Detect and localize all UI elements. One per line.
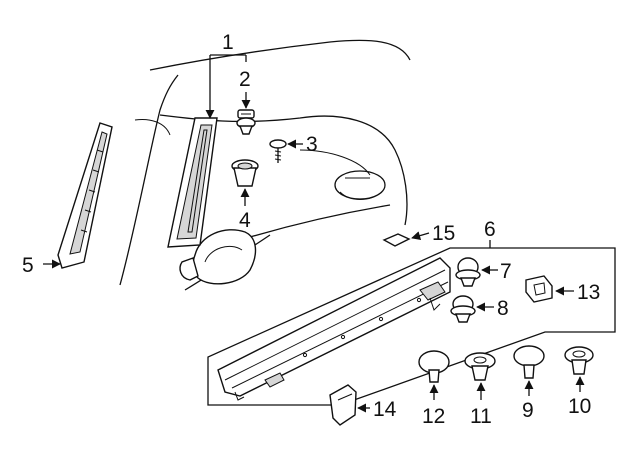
callout-3: 3 [306,133,318,156]
callout-10: 10 [568,395,591,418]
callout-12: 12 [422,405,445,428]
rocker-molding-group-box [207,247,616,406]
grommet-part-4 [231,159,259,187]
clip-part-8 [450,295,476,323]
callout-6: 6 [484,218,496,241]
callout-9: 9 [522,399,534,422]
screw-part-3 [269,139,287,163]
clip-part-7 [455,257,481,287]
callout-4: 4 [239,209,251,232]
pillar-applique-part-1 [167,117,218,248]
callout-7: 7 [500,260,512,283]
callout-8: 8 [497,297,509,320]
pillar-trim-part-5 [57,122,113,269]
callout-13: 13 [577,281,600,304]
clip-part-2 [236,109,256,135]
pin-clip-part-11 [464,352,496,381]
callout-14: 14 [373,398,397,421]
callout-1: 1 [222,31,234,54]
pin-clip-part-10 [564,346,594,375]
pin-clip-part-12 [418,350,450,383]
callout-15: 15 [432,222,455,245]
callout-11: 11 [470,405,492,428]
car-body-outline [119,39,411,291]
nut-clip-part-13 [525,275,553,303]
pin-clip-part-9 [513,345,545,379]
side-mirror [179,229,257,285]
callout-labels: 1 2 3 4 5 6 7 8 9 10 11 12 13 14 15 [22,31,600,428]
callout-2: 2 [239,68,251,91]
rocker-molding-part-6 [217,257,451,401]
label-part-15 [382,233,411,247]
end-cap-part-14 [329,384,357,426]
leader-lines [43,54,585,413]
callout-5: 5 [22,254,34,277]
